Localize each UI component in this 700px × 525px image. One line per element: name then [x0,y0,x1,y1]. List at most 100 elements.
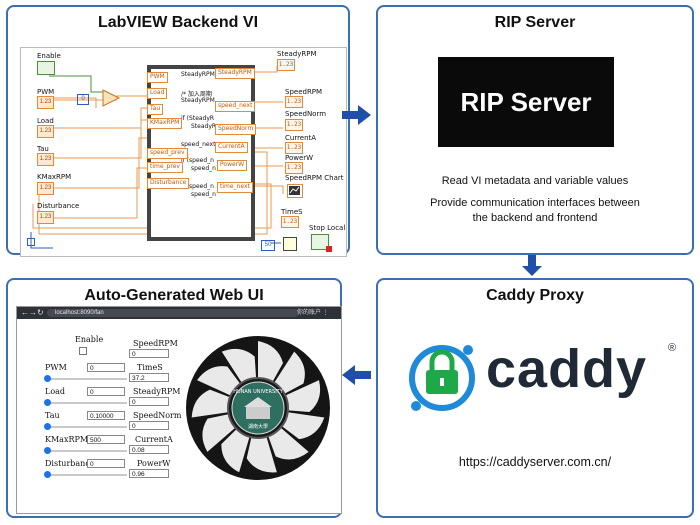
load-slider[interactable] [47,402,127,404]
tau-input[interactable]: 0.10000 [87,411,125,420]
account-menu[interactable]: 你的账户 ⋮ [297,310,329,316]
currenta-label: CurrentA [135,435,173,444]
lv-input-node: Tau [147,104,164,115]
pwm-input[interactable]: 0 [87,363,125,372]
powerw-value: 0.96 [129,469,169,478]
lv-label-enable: Enable [37,52,61,60]
lv-output-node: speed_next [215,101,256,112]
lv-label-tau: Tau [37,145,49,153]
lv-steadyrpm-indicator: 1.23 [277,59,295,71]
speednorm-label: SpeedNorm [133,411,182,420]
lv-enable-control[interactable] [37,61,55,75]
load-slider-thumb[interactable] [44,399,51,406]
lv-struct-line: SteadyRPM [181,97,215,104]
powerw-label: PowerW [137,459,171,468]
lv-struct-line: if (SteadyR [181,115,215,122]
lv-pwm-control[interactable]: 1.23 [37,96,54,109]
times-label: TimeS [137,363,163,372]
rip-title: RIP Server [494,14,576,31]
caddy-wordmark: caddy [486,339,648,399]
reload-icon[interactable]: ↻ [37,308,44,317]
kmaxrpm-slider-thumb[interactable] [44,447,51,454]
chart-icon [289,186,300,195]
speedrpm-label: SpeedRPM [133,339,178,348]
pwm-slider-thumb[interactable] [44,375,51,382]
lv-label-times: TimeS [281,208,303,216]
fan-blade [246,408,277,473]
lv-times-indicator: 1.23 [281,216,299,228]
speedrpm-value: 0 [129,349,169,358]
lv-powerw-indicator: 1.23 [285,162,303,174]
steadyrpm-value: 0 [129,397,169,406]
kmaxrpm-slider[interactable] [47,450,127,452]
lv-currenta-indicator: 1.23 [285,142,303,154]
lv-speednorm-indicator: 1.23 [285,119,303,131]
lv-kmaxrpm-control[interactable]: 1.23 [37,182,54,195]
lv-stop-local-control[interactable] [311,234,332,252]
lv-label-speedrpm-chart: SpeedRPM Chart [285,174,344,182]
rip-desc-line1: Read VI metadata and variable values [441,175,629,187]
lv-output-node: PowerW [217,160,248,171]
pwm-label: PWM [45,363,67,372]
lv-label-powerw: PowerW [285,154,314,162]
kmaxrpm-input[interactable]: 500 [87,435,125,444]
caddy-title: Caddy Proxy [486,287,584,304]
caddy-registered-mark: ® [668,342,677,354]
caddy-logo-icon [409,345,475,411]
currenta-value: 0.08 [129,445,169,454]
rip-desc-line3: the backend and frontend [472,212,598,224]
load-input[interactable]: 0 [87,387,125,396]
webui-title: Auto-Generated Web UI [84,287,264,304]
lv-wait-timer-icon [283,237,297,251]
labview-block-diagram: Enable PWM 1.23 Load 1.23 Tau 1.23 KMaxR… [20,47,347,257]
enable-checkbox[interactable] [79,347,87,355]
lv-load-control[interactable]: 1.23 [37,125,54,138]
lv-label-currenta: CurrentA [285,134,317,142]
lv-label-disturbance: Disturbance [37,202,80,210]
lv-chart-indicator [287,184,303,198]
disturbance-slider-thumb[interactable] [44,471,51,478]
lv-label-stop-local: Stop Local [309,224,346,232]
arrow-down-icon [522,255,542,276]
lv-label-speednorm: SpeedNorm [285,110,327,118]
lv-input-node: Load [147,88,168,99]
lv-const-0: 0 [77,94,89,105]
fan-blades [191,341,325,473]
lv-output-node: time_next [217,182,253,193]
disturbance-label: Disturbance [45,459,95,468]
lv-loop-iteration-icon [27,238,35,246]
steadyrpm-label: SteadyRPM [133,387,181,396]
lv-tau-control[interactable]: 1.23 [37,153,54,166]
fan-animation: HUNAN UNIVERSITY 湖南大學 [186,336,330,480]
address-bar[interactable]: localhost:8090/fan [47,309,299,317]
arrow-right-icon [342,105,371,125]
enable-label: Enable [75,335,104,344]
lv-output-node: SteadyRPM [215,68,255,79]
caddy-url[interactable]: https://caddyserver.com.cn/ [458,455,612,469]
disturbance-slider[interactable] [47,474,127,476]
lv-input-node: Disturbance [147,178,190,189]
lv-input-node: PWM [147,72,168,83]
lv-input-node: speed_prev [147,148,188,159]
lv-output-node: CurrentA [215,142,248,153]
fan-blade [191,389,258,418]
lv-struct-line: if (speed_n [181,157,214,164]
lv-struct-line: speed_n [191,165,216,172]
back-icon[interactable]: ← [21,308,29,317]
stop-icon [326,246,332,252]
labview-panel: LabVIEW Backend VI Enable PWM 1.23 Load … [6,5,350,257]
forward-icon[interactable]: → [29,308,37,317]
disturbance-input[interactable]: 0 [87,459,125,468]
lv-input-node: time_prev [147,162,183,173]
webui-panel: Auto-Generated Web UI ← → ↻ localhost:80… [6,278,342,518]
tau-slider[interactable] [47,426,127,428]
lv-const-50: 50 [261,240,275,251]
lv-struct-line: SteadyR [191,123,217,130]
fan-badge-text: HUNAN UNIVERSITY [233,389,284,395]
tau-slider-thumb[interactable] [44,423,51,430]
lv-label-pwm: PWM [37,88,55,96]
lv-disturbance-control[interactable]: 1.23 [37,211,54,224]
labview-title: LabVIEW Backend VI [97,14,259,31]
pwm-slider[interactable] [47,378,127,380]
caddy-proxy-panel: Caddy Proxy caddy ® https://caddyserver.… [376,278,694,518]
